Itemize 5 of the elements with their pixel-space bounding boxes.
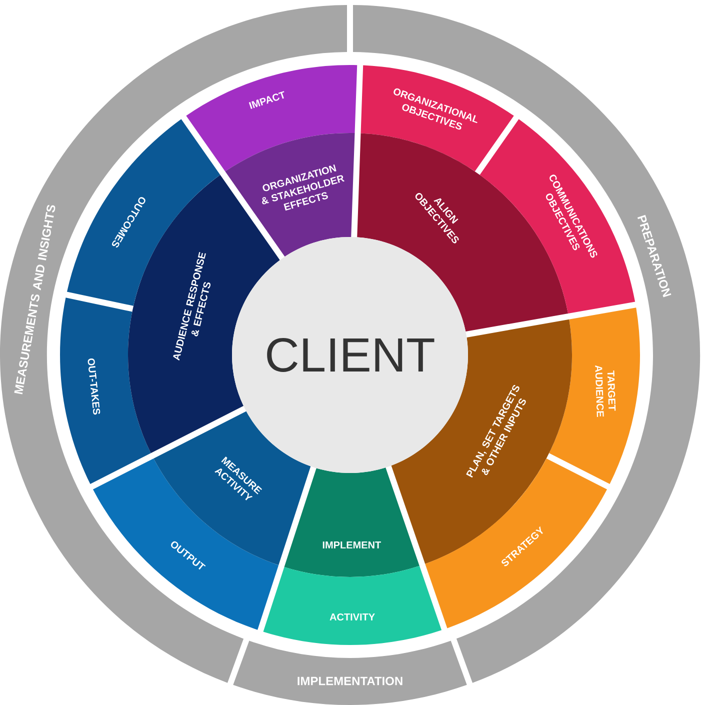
ring-segment: IMPLEMENT	[284, 468, 420, 577]
ring-segment: OUT-TAKES	[60, 298, 151, 484]
ring-segment: TARGET AUDIENCE	[549, 308, 640, 484]
band-segment: IMPLEMENTATION	[233, 640, 467, 705]
ring-segment: ACTIVITY	[263, 566, 442, 645]
